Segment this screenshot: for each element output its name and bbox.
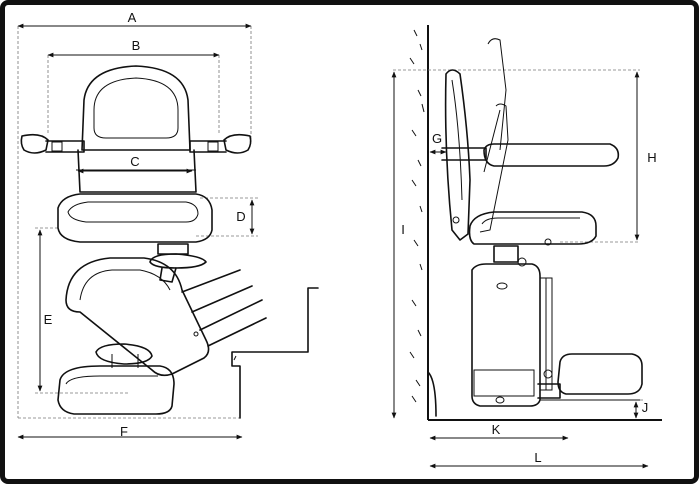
footrest (57, 365, 175, 415)
label-b: B (132, 38, 141, 53)
side-armrest (483, 143, 620, 167)
label-a: A (128, 10, 137, 25)
label-c: C (130, 154, 139, 169)
side-carriage (471, 263, 541, 407)
seat-cushion (67, 201, 199, 223)
side-seat (468, 211, 597, 245)
rail (181, 269, 267, 347)
seat (57, 193, 213, 243)
label-l: L (534, 450, 541, 465)
backrest-cushion (93, 77, 179, 139)
left-armrest-pad (20, 133, 49, 154)
label-i: I (401, 222, 405, 237)
label-d: D (236, 209, 245, 224)
label-j: J (642, 400, 649, 415)
wall-hatching (409, 29, 425, 403)
label-e: E (44, 312, 53, 327)
label-h: H (647, 150, 656, 165)
label-f: F (120, 424, 128, 439)
side-view: G H I J K L (391, 25, 662, 469)
side-footrest (557, 353, 643, 395)
label-g: G (432, 131, 442, 146)
right-armrest-pad (223, 133, 252, 154)
side-backrest (444, 69, 471, 241)
backrest (81, 65, 191, 151)
carriage (65, 257, 210, 377)
front-view: A B C D E F (17, 10, 319, 440)
label-k: K (492, 422, 501, 437)
stair-profile (231, 287, 319, 419)
